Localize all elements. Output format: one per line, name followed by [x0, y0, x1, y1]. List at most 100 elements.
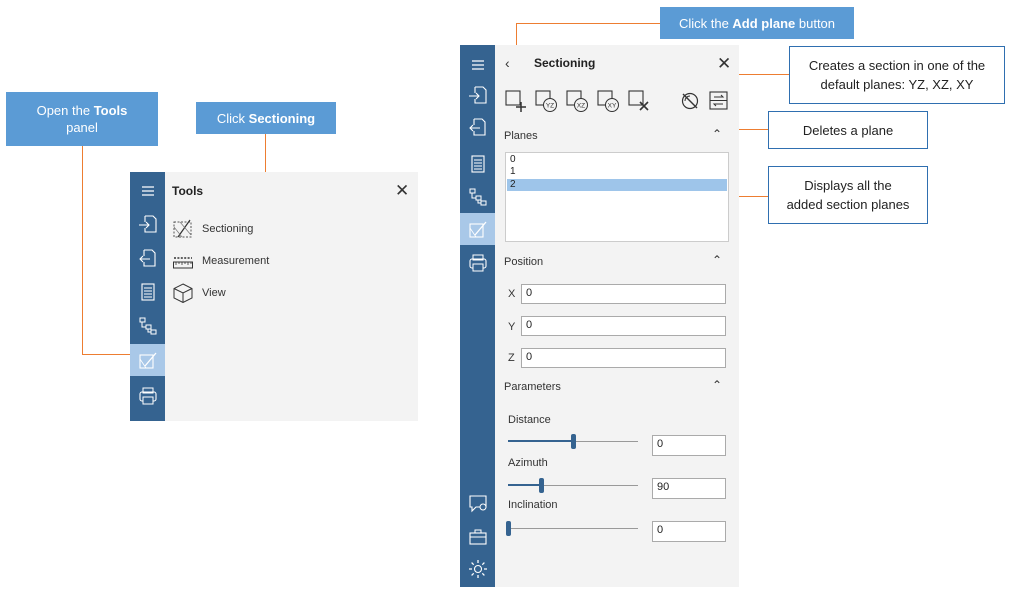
- rail-print-button[interactable]: [130, 380, 165, 412]
- export-icon: [468, 118, 486, 136]
- rail-tools-button[interactable]: [130, 344, 165, 376]
- planes-list[interactable]: 0 1 2: [505, 152, 729, 242]
- callout-text: Displays all the: [804, 178, 892, 193]
- printer-icon: [468, 254, 487, 272]
- import-icon: [468, 86, 487, 104]
- azimuth-input[interactable]: 90: [652, 478, 726, 499]
- leader-line: [516, 23, 660, 24]
- add-plane-icon[interactable]: [504, 89, 528, 113]
- plane-xy-icon[interactable]: XY: [596, 89, 620, 113]
- sectioning-panel: ‹ Sectioning ✕ YZ XZ XY Planes ⌃ 0 1: [495, 45, 739, 587]
- invert-section-icon[interactable]: [678, 89, 702, 113]
- distance-slider-fill: [508, 440, 573, 442]
- y-label: Y: [508, 321, 516, 333]
- callout-add-plane: Click the Add plane button: [660, 7, 854, 39]
- leader-line: [82, 354, 134, 355]
- azimuth-slider-thumb[interactable]: [538, 478, 544, 493]
- callout-text: Click the: [678, 15, 733, 31]
- y-position-input[interactable]: 0: [521, 316, 726, 336]
- rail-import-button[interactable]: [460, 79, 495, 111]
- gear-icon: [468, 560, 487, 578]
- sectioning-panel-title: Sectioning: [534, 56, 596, 70]
- rail-export-button[interactable]: [130, 242, 165, 274]
- rail-document-button[interactable]: [460, 148, 495, 180]
- tool-item-label: Measurement: [202, 255, 270, 267]
- list-item-selected[interactable]: 2: [507, 179, 727, 191]
- rail-settings-button[interactable]: [460, 553, 495, 585]
- position-collapse-icon[interactable]: ⌃: [712, 253, 723, 267]
- callout-text: default planes: YZ, XZ, XY: [820, 77, 974, 92]
- hamburger-icon: [141, 186, 154, 196]
- callout-text: button: [795, 15, 836, 31]
- export-icon: [138, 249, 156, 267]
- inclination-slider-track[interactable]: [508, 528, 638, 529]
- menu-button[interactable]: [460, 49, 495, 81]
- rail-toolbox-button[interactable]: [460, 521, 495, 553]
- tool-item-measurement[interactable]: Measurement: [172, 251, 269, 271]
- rail-import-button[interactable]: [130, 208, 165, 240]
- parameters-collapse-icon[interactable]: ⌃: [712, 378, 723, 392]
- delete-plane-icon[interactable]: [627, 89, 651, 113]
- plane-xz-icon[interactable]: XZ: [565, 89, 589, 113]
- tool-item-label: View: [202, 287, 226, 299]
- planes-header: Planes: [504, 130, 538, 142]
- printer-icon: [138, 387, 157, 405]
- callout-text: Click: [216, 110, 249, 126]
- tools-rail: [130, 172, 165, 421]
- plane-yz-label: YZ: [546, 103, 554, 110]
- tools-icon: [468, 221, 486, 238]
- rail-document-button[interactable]: [130, 276, 165, 308]
- plane-xz-label: XZ: [577, 103, 585, 110]
- close-icon[interactable]: ✕: [395, 181, 410, 200]
- callout-bold: Sectioning: [248, 110, 316, 126]
- rail-print-button[interactable]: [460, 247, 495, 279]
- callout-text: added section planes: [786, 197, 910, 212]
- rail-export-button[interactable]: [460, 111, 495, 143]
- x-position-input[interactable]: 0: [521, 284, 726, 304]
- callout-delete-plane: Deletes a plane: [768, 111, 928, 149]
- list-item[interactable]: 1: [510, 166, 516, 177]
- callout-text: Creates a section in one of the: [808, 58, 986, 73]
- callout-open-tools: Open the Tools panel: [6, 92, 158, 146]
- plane-xy-label: XY: [608, 103, 617, 110]
- callout-click-sectioning: Click Sectioning: [196, 102, 336, 134]
- comment-icon: [468, 495, 487, 513]
- close-icon[interactable]: ✕: [717, 54, 732, 73]
- distance-slider-thumb[interactable]: [571, 434, 576, 449]
- tools-panel-title: Tools: [172, 184, 204, 198]
- callout-add-plane-line: Click the Add plane button: [679, 15, 835, 32]
- planes-collapse-icon[interactable]: ⌃: [712, 127, 723, 141]
- z-position-input[interactable]: 0: [521, 348, 726, 368]
- list-item[interactable]: 0: [510, 154, 516, 165]
- briefcase-icon: [468, 529, 487, 545]
- inclination-slider-thumb[interactable]: [506, 521, 511, 536]
- callout-bold: Tools: [93, 103, 128, 118]
- rail-tools-button[interactable]: [460, 213, 495, 245]
- callout-text: Open the: [36, 103, 94, 118]
- callout-text: Deletes a plane: [802, 122, 894, 138]
- flip-section-icon[interactable]: [707, 89, 731, 113]
- callout-bold: Add plane: [732, 15, 796, 31]
- hamburger-icon: [471, 60, 484, 70]
- rail-tree-button[interactable]: [460, 181, 495, 213]
- plane-yz-icon[interactable]: YZ: [534, 89, 558, 113]
- document-icon: [470, 155, 485, 173]
- distance-input[interactable]: 0: [652, 435, 726, 456]
- inclination-input[interactable]: 0: [652, 521, 726, 542]
- inclination-label: Inclination: [508, 499, 558, 511]
- back-icon[interactable]: ‹: [505, 55, 510, 71]
- ruler-icon: [173, 257, 193, 269]
- tools-icon: [138, 352, 156, 369]
- tool-item-sectioning[interactable]: Sectioning: [172, 219, 253, 239]
- import-icon: [138, 215, 157, 233]
- azimuth-slider-fill: [508, 484, 541, 486]
- callout-displays-planes: Displays all the added section planes: [768, 166, 928, 224]
- rail-tree-button[interactable]: [130, 310, 165, 342]
- azimuth-slider-track[interactable]: [508, 485, 638, 486]
- callout-open-tools-line1: Open the Tools: [37, 102, 128, 119]
- leader-line: [82, 146, 83, 355]
- rail-comments-button[interactable]: [460, 487, 495, 519]
- menu-button[interactable]: [130, 175, 165, 207]
- main-rail: [460, 45, 495, 587]
- tool-item-view[interactable]: View: [172, 283, 226, 303]
